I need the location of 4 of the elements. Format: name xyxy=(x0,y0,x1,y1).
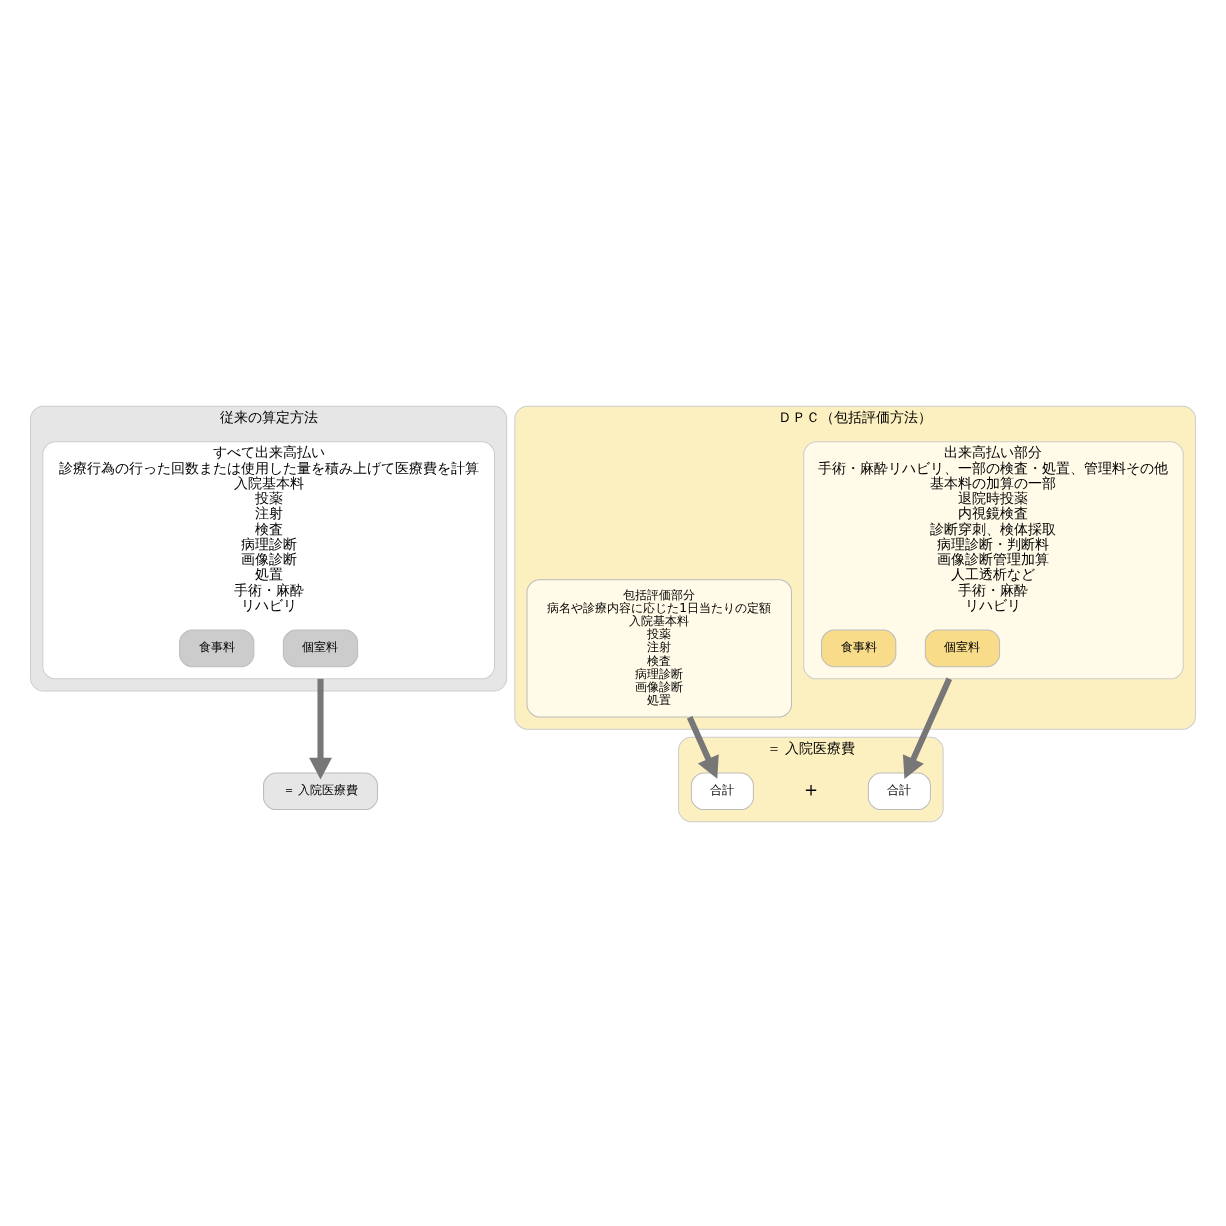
label: ＋ xyxy=(800,779,821,802)
arrow xyxy=(309,677,332,779)
arrow xyxy=(686,715,719,778)
arrow xyxy=(902,676,953,778)
